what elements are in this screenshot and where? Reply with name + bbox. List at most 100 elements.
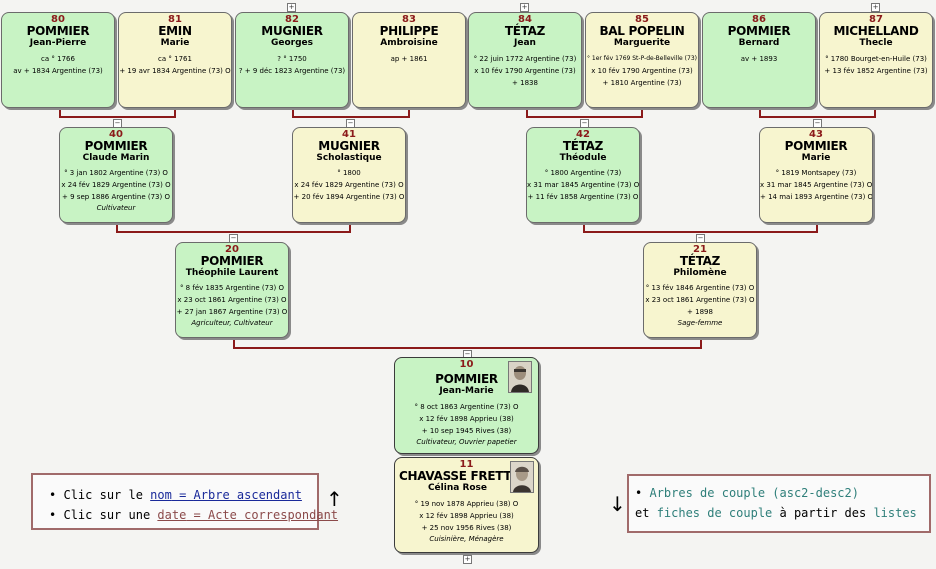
person-card-11[interactable]: 11 CHAVASSE FRETTE Célina Rose ° 19 nov … bbox=[394, 457, 539, 553]
event-date[interactable]: x 23 oct 1861 Argentine (73) O bbox=[645, 296, 755, 304]
person-card-43[interactable]: 43 POMMIER Marie ° 1819 Montsapey (73) x… bbox=[759, 127, 873, 223]
surname-link[interactable]: POMMIER bbox=[784, 139, 848, 153]
event-date[interactable]: x 12 fév 1898 Apprieu (38) bbox=[419, 415, 514, 423]
surname-link[interactable]: TÉTAZ bbox=[562, 139, 604, 153]
event-date[interactable]: + 19 avr 1834 Argentine (73) O bbox=[119, 67, 231, 75]
event-date[interactable]: + 27 jan 1867 Argentine (73) O bbox=[176, 308, 288, 316]
surname-link[interactable]: PHILIPPE bbox=[379, 24, 439, 38]
person-card-87[interactable]: 87 MICHELLAND Thecle ° 1780 Bourget-en-H… bbox=[819, 12, 933, 108]
surname-link[interactable]: POMMIER bbox=[84, 139, 148, 153]
person-card-82[interactable]: 82 MUGNIER Georges ? ° 1750 ? + 9 déc 18… bbox=[235, 12, 349, 108]
event-date[interactable]: x 10 fév 1790 Argentine (73) bbox=[474, 67, 576, 75]
lists-link[interactable]: listes bbox=[873, 506, 917, 520]
event-date[interactable]: ° 1er fév 1769 St-P-de-Belleville (73) bbox=[587, 55, 697, 62]
person-card-42[interactable]: 42 TÉTAZ Théodule ° 1800 Argentine (73) … bbox=[526, 127, 640, 223]
event-date[interactable]: ap + 1861 bbox=[390, 55, 428, 63]
person-card-81[interactable]: 81 EMIN Marie ca ° 1761 + 19 avr 1834 Ar… bbox=[118, 12, 232, 108]
event-date[interactable]: ° 19 nov 1878 Apprieu (38) O bbox=[414, 500, 519, 508]
occupation: Cuisinière, Ménagère bbox=[429, 535, 504, 543]
person-card-83[interactable]: 83 PHILIPPE Ambroisine ap + 1861 bbox=[352, 12, 466, 108]
event-date[interactable]: x 31 mar 1845 Argentine (73) O bbox=[760, 181, 873, 189]
event-date[interactable]: ca ° 1766 bbox=[41, 55, 75, 63]
surname-link[interactable]: CHAVASSE FRETTE bbox=[399, 469, 520, 483]
event-date[interactable]: + 25 nov 1956 Rives (38) bbox=[421, 524, 512, 532]
given-name: Bernard bbox=[738, 38, 780, 48]
person-card-84[interactable]: 84 TÉTAZ Jean ° 22 juin 1772 Argentine (… bbox=[468, 12, 582, 108]
surname-link[interactable]: BAL POPELIN bbox=[599, 24, 685, 38]
event-date[interactable]: av + 1893 bbox=[740, 55, 778, 63]
event-date[interactable]: x 23 oct 1861 Argentine (73) O bbox=[177, 296, 287, 304]
occupation: Cultivateur, Ouvrier papetier bbox=[416, 438, 517, 446]
given-name: Jean-Pierre bbox=[29, 38, 87, 48]
bullet: • bbox=[635, 486, 643, 500]
event-date[interactable]: ° 22 juin 1772 Argentine (73) bbox=[473, 55, 577, 63]
legend-link-acte[interactable]: Acte correspondant bbox=[207, 508, 339, 522]
surname-link[interactable]: MICHELLAND bbox=[833, 24, 919, 38]
legend-equals: = bbox=[171, 488, 194, 502]
event-date[interactable]: ° 1800 Argentine (73) bbox=[544, 169, 622, 177]
surname-link[interactable]: TÉTAZ bbox=[504, 24, 546, 38]
surname-link[interactable]: EMIN bbox=[158, 24, 192, 38]
event-date[interactable]: + 14 mai 1893 Argentine (73) O bbox=[760, 193, 873, 201]
person-card-85[interactable]: 85 BAL POPELIN Marguerite ° 1er fév 1769… bbox=[585, 12, 699, 108]
event-date[interactable]: + 1838 bbox=[512, 79, 538, 87]
surname-link[interactable]: POMMIER bbox=[727, 24, 791, 38]
person-card-41[interactable]: 41 MUGNIER Scholastique ° 1800 x 24 fév … bbox=[292, 127, 406, 223]
event-date[interactable]: + 1810 Argentine (73) bbox=[602, 79, 682, 87]
event-date[interactable]: ? ° 1750 bbox=[277, 55, 307, 63]
surname-link[interactable]: MUGNIER bbox=[261, 24, 323, 38]
event-date[interactable]: + 1898 bbox=[687, 308, 713, 316]
given-name: Claude Marin bbox=[82, 153, 150, 163]
event-date[interactable]: + 20 fév 1894 Argentine (73) O bbox=[293, 193, 405, 201]
event-date[interactable]: av + 1834 Argentine (73) bbox=[13, 67, 103, 75]
sosa-number: 87 bbox=[869, 14, 883, 25]
person-card-86[interactable]: 86 POMMIER Bernard av + 1893 bbox=[702, 12, 816, 108]
person-card-40[interactable]: 40 POMMIER Claude Marin ° 3 jan 1802 Arg… bbox=[59, 127, 173, 223]
surname-link[interactable]: TÉTAZ bbox=[679, 254, 721, 268]
event-date[interactable]: + 9 sep 1886 Argentine (73) O bbox=[62, 193, 170, 201]
event-date[interactable]: x 10 fév 1790 Argentine (73) bbox=[591, 67, 693, 75]
expand-toggle[interactable]: + bbox=[520, 3, 529, 12]
bullet: • bbox=[49, 488, 57, 502]
event-date[interactable]: ° 1800 bbox=[337, 169, 361, 177]
event-date[interactable]: + 13 fév 1852 Argentine (73) bbox=[824, 67, 928, 75]
person-card-10[interactable]: 10 POMMIER Jean-Marie ° 8 oct 1863 Argen… bbox=[394, 357, 539, 454]
event-date[interactable]: + 10 sep 1945 Rives (38) bbox=[421, 427, 512, 435]
event-date[interactable]: ? + 9 déc 1823 Argentine (73) bbox=[238, 67, 346, 75]
event-date[interactable]: ° 1780 Bourget-en-Huile (73) bbox=[825, 55, 927, 63]
legend-link-name[interactable]: nom bbox=[150, 488, 172, 502]
event-date[interactable]: ° 8 oct 1863 Argentine (73) O bbox=[414, 403, 519, 411]
event-date[interactable]: ° 13 fév 1846 Argentine (73) O bbox=[645, 284, 755, 292]
event-date[interactable]: x 31 mar 1845 Argentine (73) O bbox=[527, 181, 640, 189]
sosa-number: 83 bbox=[402, 14, 416, 25]
event-date[interactable]: ° 1819 Montsapey (73) bbox=[775, 169, 857, 177]
event-date[interactable]: x 24 fév 1829 Argentine (73) O bbox=[294, 181, 404, 189]
given-name: Marie bbox=[160, 38, 190, 48]
legend-link-date[interactable]: date bbox=[157, 508, 187, 522]
sosa-number: 41 bbox=[342, 129, 356, 140]
couple-trees-link[interactable]: Arbres de couple (asc2-desc2) bbox=[649, 486, 859, 500]
person-card-21[interactable]: 21 TÉTAZ Philomène ° 13 fév 1846 Argenti… bbox=[643, 242, 757, 338]
event-date[interactable]: x 24 fév 1829 Argentine (73) O bbox=[61, 181, 171, 189]
person-card-20[interactable]: 20 POMMIER Théophile Laurent ° 8 fév 183… bbox=[175, 242, 289, 338]
expand-toggle[interactable]: + bbox=[463, 555, 472, 564]
legend-link-ascendant[interactable]: Arbre ascendant bbox=[193, 488, 302, 502]
surname-link[interactable]: POMMIER bbox=[435, 372, 498, 386]
event-date[interactable]: ° 8 fév 1835 Argentine (73) O bbox=[179, 284, 285, 292]
surname-link[interactable]: POMMIER bbox=[200, 254, 264, 268]
event-date[interactable]: ° 3 jan 1802 Argentine (73) O bbox=[64, 169, 168, 177]
event-date[interactable]: + 11 fév 1858 Argentine (73) O bbox=[527, 193, 639, 201]
event-date[interactable]: ca ° 1761 bbox=[158, 55, 192, 63]
couple-sheets-link[interactable]: fiches de couple bbox=[656, 506, 773, 520]
expand-toggle[interactable]: + bbox=[287, 3, 296, 12]
sosa-number: 21 bbox=[693, 244, 707, 255]
given-name: Scholastique bbox=[316, 153, 382, 163]
given-name: Thecle bbox=[859, 38, 893, 48]
expand-toggle[interactable]: + bbox=[871, 3, 880, 12]
surname-link[interactable]: POMMIER bbox=[26, 24, 90, 38]
surname-link[interactable]: MUGNIER bbox=[318, 139, 380, 153]
occupation: Sage-femme bbox=[677, 319, 723, 327]
sosa-number: 86 bbox=[752, 14, 766, 25]
person-card-80[interactable]: 80 POMMIER Jean-Pierre ca ° 1766 av + 18… bbox=[1, 12, 115, 108]
event-date[interactable]: x 12 fév 1898 Apprieu (38) bbox=[419, 512, 514, 520]
